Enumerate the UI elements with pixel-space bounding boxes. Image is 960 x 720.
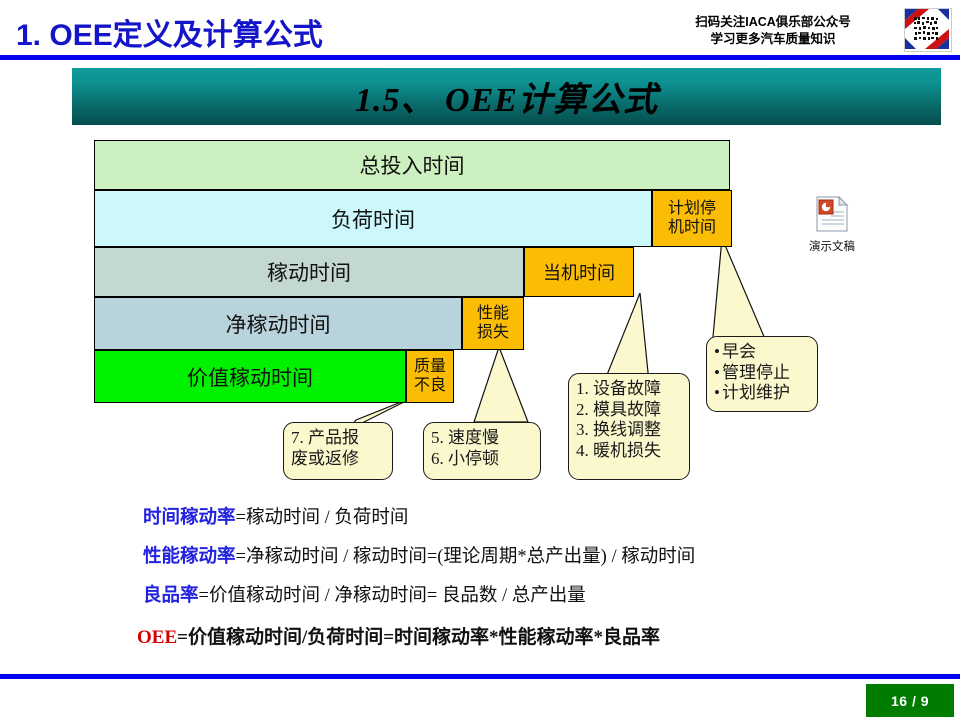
loss-label-line2: 机时间 bbox=[667, 218, 716, 236]
callout-scrap-rework: 7. 产品报 废或返修 bbox=[283, 422, 393, 480]
bar-label: 总投入时间 bbox=[359, 154, 465, 178]
formula-key: OEE bbox=[137, 627, 178, 648]
qr-caption: 扫码关注IACA俱乐部公众号 学习更多汽车质量知识 bbox=[668, 14, 878, 48]
footer-divider bbox=[0, 674, 960, 679]
bar-label: 净稼动时间 bbox=[225, 312, 331, 337]
section-banner: 1.5、 OEE计算公式 bbox=[72, 68, 941, 125]
callout-line: 7. 产品报 bbox=[291, 428, 359, 447]
loss-quality-defect: 质量 不良 bbox=[406, 350, 454, 403]
loss-label-line2: 不良 bbox=[413, 376, 446, 394]
callout-line: 5. 速度慢 bbox=[431, 428, 499, 447]
page-title-number: 1. OEE bbox=[16, 19, 113, 52]
callout-downtime-causes: 1. 设备故障 2. 模具故障 3. 换线调整 4. 暖机损失 bbox=[568, 373, 690, 480]
formula-key: 时间稼动率 bbox=[143, 508, 236, 528]
loss-planned-stop-time: 计划停 机时间 bbox=[652, 190, 732, 247]
callout-line: 6. 小停顿 bbox=[431, 448, 499, 468]
loss-label-line1: 计划停 bbox=[667, 199, 716, 217]
bar-net-operating-time: 净稼动时间 bbox=[94, 297, 462, 350]
formula-performance-rate: 性能稼动率=净稼动时间 / 稼动时间=(理论周期*总产出量) / 稼动时间 bbox=[143, 542, 695, 568]
bar-value-operating-time: 价值稼动时间 bbox=[94, 350, 406, 403]
callout-line: 1. 设备故障 bbox=[576, 379, 661, 398]
formula-body: =净稼动时间 / 稼动时间=(理论周期*总产出量) / 稼动时间 bbox=[235, 547, 696, 567]
loss-label-line1: 当机时间 bbox=[543, 263, 615, 283]
attachment-label: 演示文稿 bbox=[809, 241, 855, 253]
powerpoint-document-icon[interactable] bbox=[815, 195, 849, 232]
callout-line: 管理停止 bbox=[714, 363, 810, 384]
qr-code-icon bbox=[904, 8, 952, 52]
callout-line: 3. 换线调整 bbox=[576, 420, 661, 440]
callout-planned-stop-causes: 早会 管理停止 计划维护 bbox=[706, 336, 818, 412]
callout-line: 废或返修 bbox=[291, 448, 359, 468]
formula-key: 良品率 bbox=[143, 586, 199, 606]
bar-operating-time: 稼动时间 bbox=[94, 247, 524, 297]
formula-body: =稼动时间 / 负荷时间 bbox=[235, 508, 409, 528]
qr-caption-line1: 扫码关注IACA俱乐部公众号 bbox=[695, 15, 851, 29]
bar-label: 价值稼动时间 bbox=[187, 365, 313, 390]
page-title: 1. OEE定义及计算公式 bbox=[16, 10, 323, 54]
qr-caption-line2: 学习更多汽车质量知识 bbox=[710, 31, 836, 46]
formula-quality-rate: 良品率=价值稼动时间 / 净稼动时间= 良品数 / 总产出量 bbox=[143, 581, 586, 607]
page-title-text: 定义及计算公式 bbox=[112, 19, 323, 52]
loss-label-line2: 损失 bbox=[476, 323, 509, 341]
formula-body: =价值稼动时间 / 净稼动时间= 良品数 / 总产出量 bbox=[198, 586, 586, 606]
callout-line: 2. 模具故障 bbox=[576, 399, 661, 419]
bar-label: 稼动时间 bbox=[267, 261, 351, 285]
bar-label: 负荷时间 bbox=[331, 207, 415, 232]
formula-time-rate: 时间稼动率=稼动时间 / 负荷时间 bbox=[143, 503, 408, 529]
loss-performance: 性能 损失 bbox=[462, 297, 524, 350]
callout-line: 4. 暖机损失 bbox=[576, 441, 661, 461]
formula-body: =价值稼动时间/负荷时间=时间稼动率*性能稼动率*良品率 bbox=[177, 627, 661, 648]
page-number-badge: 16 / 9 bbox=[866, 684, 954, 717]
callout-line: 计划维护 bbox=[714, 383, 810, 404]
formula-key: 性能稼动率 bbox=[143, 547, 236, 567]
loss-downtime: 当机时间 bbox=[524, 247, 634, 297]
callout-speed-loss: 5. 速度慢 6. 小停顿 bbox=[423, 422, 541, 480]
loss-label-line1: 质量 bbox=[413, 357, 446, 375]
section-banner-title: 1.5、 OEE计算公式 bbox=[355, 82, 658, 119]
formula-oee: OEE=价值稼动时间/负荷时间=时间稼动率*性能稼动率*良品率 bbox=[137, 622, 660, 649]
header-divider bbox=[0, 55, 960, 60]
bar-total-time: 总投入时间 bbox=[94, 140, 730, 190]
loss-label-line1: 性能 bbox=[476, 304, 509, 322]
bar-loading-time: 负荷时间 bbox=[94, 190, 652, 247]
callout-line: 早会 bbox=[714, 342, 810, 363]
